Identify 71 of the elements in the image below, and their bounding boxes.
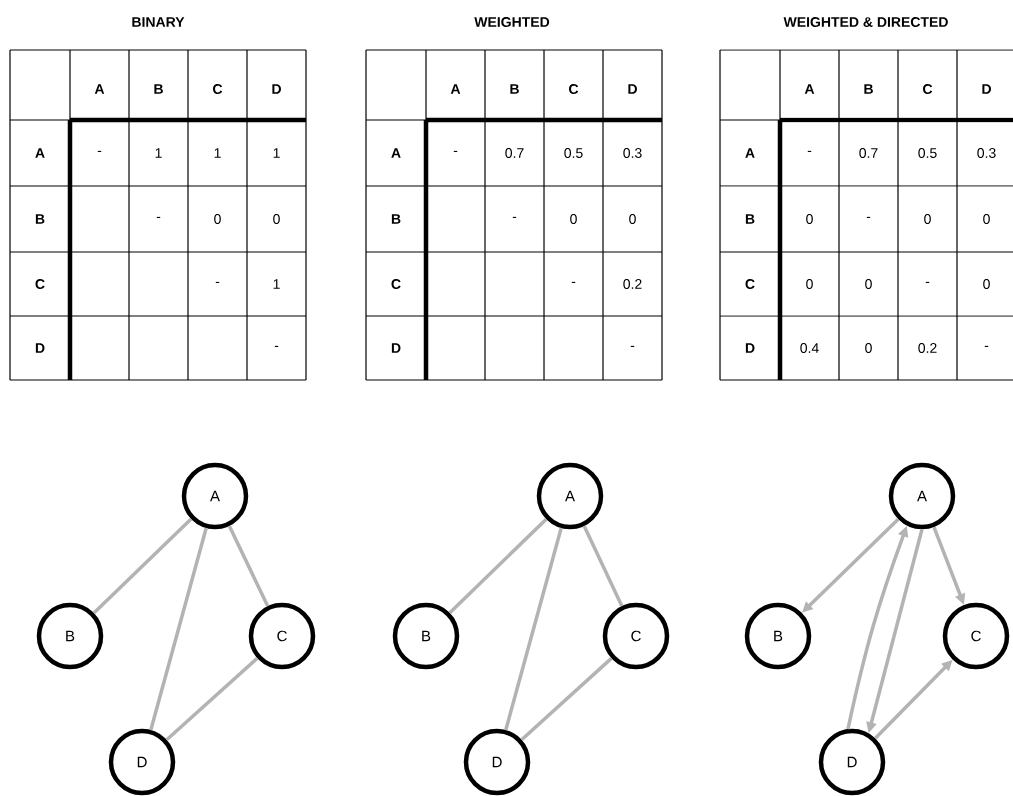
table-header: B bbox=[391, 214, 401, 224]
table-header: D bbox=[745, 343, 755, 353]
table-value: 0.7 bbox=[859, 148, 878, 158]
table-value: 0.5 bbox=[918, 148, 937, 158]
table-header: B bbox=[864, 84, 873, 94]
table-value: - bbox=[984, 345, 989, 347]
table-value: - bbox=[156, 216, 161, 218]
table-value: 0 bbox=[924, 214, 931, 224]
table-header: D bbox=[35, 343, 45, 353]
edge-line bbox=[448, 517, 548, 615]
table-header: C bbox=[35, 279, 45, 289]
table-value: 0 bbox=[273, 214, 280, 224]
table-value: - bbox=[215, 281, 220, 283]
edge-line bbox=[92, 517, 193, 615]
edge-line bbox=[520, 657, 613, 741]
table-value: 1 bbox=[273, 279, 280, 289]
table-value: 0.5 bbox=[564, 148, 583, 158]
table-value: 0 bbox=[865, 343, 872, 353]
table-value: - bbox=[512, 216, 517, 218]
table-value: - bbox=[453, 150, 458, 152]
table-header: D bbox=[272, 84, 281, 94]
table-title: BINARY bbox=[132, 17, 185, 27]
table-value: 0 bbox=[983, 214, 990, 224]
table-header: A bbox=[804, 84, 815, 94]
table-header: B bbox=[510, 84, 519, 94]
table-header: B bbox=[154, 84, 163, 94]
table-value: 0 bbox=[983, 279, 990, 289]
table-header: C bbox=[213, 84, 223, 94]
table-value: 0 bbox=[806, 279, 813, 289]
table-value: - bbox=[925, 281, 930, 283]
table-header: D bbox=[982, 84, 991, 94]
table-value: 0.2 bbox=[918, 343, 937, 353]
table-value: 0 bbox=[806, 214, 813, 224]
table-value: 1 bbox=[214, 148, 221, 158]
table-value: 0.4 bbox=[800, 343, 819, 353]
table-value: 0.3 bbox=[623, 148, 642, 158]
table-value: - bbox=[807, 150, 812, 152]
table-header: C bbox=[391, 279, 401, 289]
table-header: D bbox=[391, 343, 401, 353]
table-value: - bbox=[274, 345, 279, 347]
table-value: - bbox=[866, 216, 871, 218]
table-value: 1 bbox=[273, 148, 280, 158]
table-header: C bbox=[745, 279, 755, 289]
edge-line bbox=[504, 527, 563, 731]
table-value: 0 bbox=[629, 214, 636, 224]
table-header: A bbox=[745, 148, 755, 158]
table-header: A bbox=[391, 148, 401, 158]
edge-line bbox=[149, 527, 208, 731]
table-header: A bbox=[94, 84, 105, 94]
table-header: A bbox=[35, 148, 45, 158]
table-value: 1 bbox=[155, 148, 162, 158]
table-title: WEIGHTED bbox=[474, 17, 550, 27]
table-header: C bbox=[923, 84, 933, 94]
table-value: 0.2 bbox=[623, 279, 642, 289]
table-value: 0 bbox=[570, 214, 577, 224]
table-value: 0 bbox=[214, 214, 221, 224]
edge-line bbox=[582, 525, 624, 607]
table-header: B bbox=[35, 214, 45, 224]
table-value: 0 bbox=[865, 279, 872, 289]
table-value: 0.7 bbox=[505, 148, 524, 158]
table-header: C bbox=[569, 84, 579, 94]
edge-line bbox=[227, 525, 270, 607]
table-value: - bbox=[630, 345, 635, 347]
table-header: B bbox=[745, 214, 755, 224]
table-header: D bbox=[628, 84, 637, 94]
edge-line bbox=[165, 656, 259, 742]
table-title: WEIGHTED & DIRECTED bbox=[783, 17, 948, 27]
table-value: - bbox=[571, 281, 576, 283]
table-value: - bbox=[97, 150, 102, 152]
table-header: A bbox=[450, 84, 461, 94]
table-value: 0.3 bbox=[977, 148, 996, 158]
